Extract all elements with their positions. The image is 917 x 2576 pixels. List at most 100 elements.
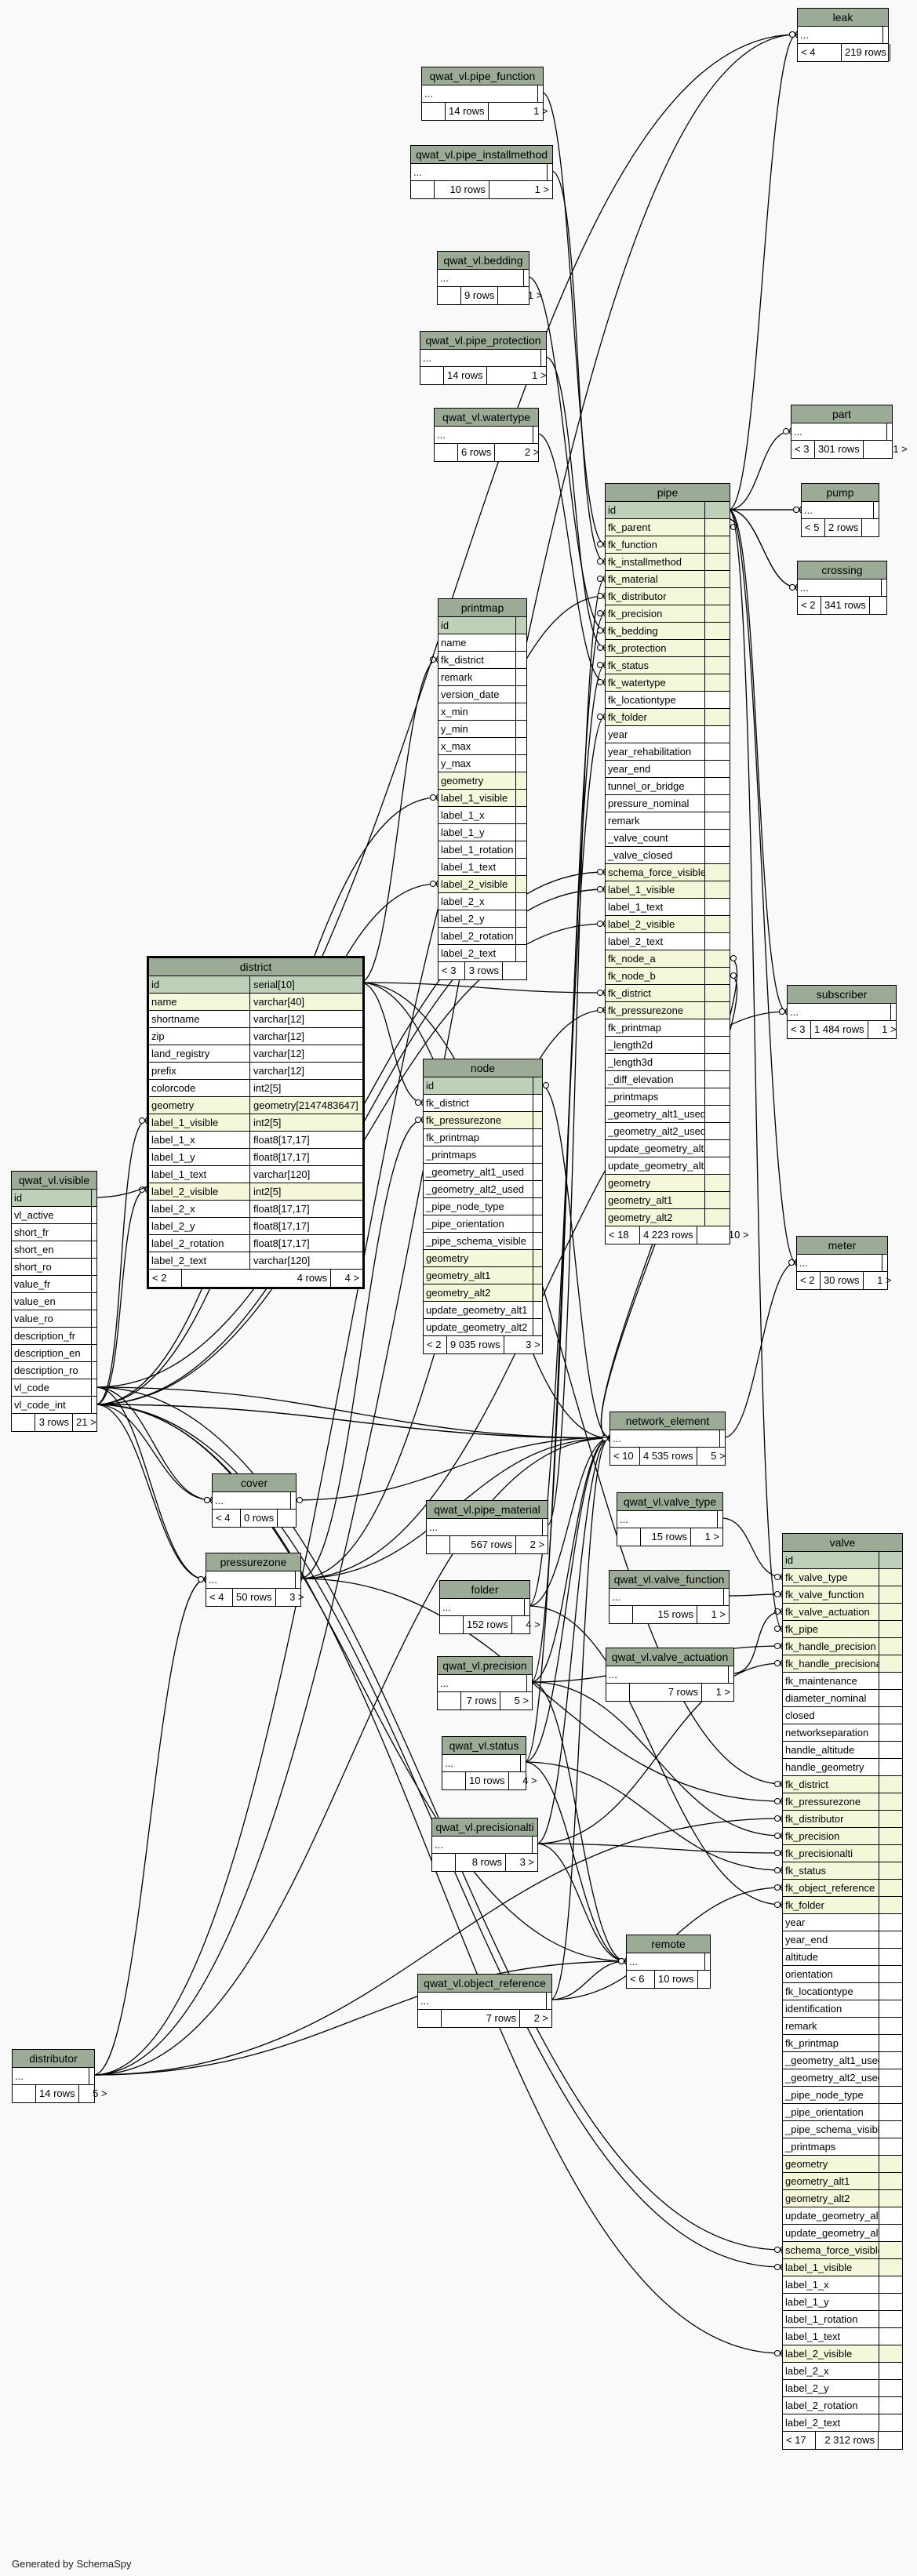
table-title[interactable]: qwat_vl.watertype: [435, 409, 538, 427]
column-row[interactable]: short_ro: [12, 1259, 96, 1276]
parents-count[interactable]: < 2: [797, 1272, 821, 1289]
column-row[interactable]: label_2_y: [783, 2380, 902, 2397]
column-row[interactable]: _pipe_node_type: [783, 2087, 902, 2104]
column-row[interactable]: label_2_x: [783, 2363, 902, 2380]
parents-count[interactable]: < 10: [610, 1448, 640, 1465]
column-row[interactable]: fk_status: [606, 657, 730, 674]
children-count[interactable]: 1 >: [704, 1531, 719, 1542]
parents-count[interactable]: < 3: [791, 441, 815, 458]
column-row[interactable]: fk_node_b: [606, 968, 730, 985]
column-row[interactable]: _geometry_alt2_used: [606, 1123, 730, 1140]
column-row[interactable]: label_2_rotation: [783, 2397, 902, 2414]
column-row[interactable]: label_1_text: [783, 2328, 902, 2345]
parents-count[interactable]: [418, 2010, 442, 2027]
column-row[interactable]: fk_precision: [783, 1828, 902, 1845]
column-row[interactable]: _length3d: [606, 1054, 730, 1071]
column-row[interactable]: label_1_x: [783, 2276, 902, 2294]
parents-count[interactable]: < 5: [802, 519, 825, 536]
column-row[interactable]: _printmaps: [783, 2138, 902, 2156]
column-row[interactable]: fk_watertype: [606, 674, 730, 692]
column-row[interactable]: pressure_nominal: [606, 795, 730, 812]
table-title[interactable]: distributor: [13, 2050, 94, 2068]
column-row[interactable]: identification: [783, 2000, 902, 2018]
parents-count[interactable]: [427, 1536, 450, 1553]
column-row[interactable]: label_2_x: [438, 893, 526, 910]
table-title[interactable]: qwat_vl.object_reference: [418, 1975, 551, 1993]
column-row[interactable]: fk_printmap: [424, 1129, 542, 1146]
column-row[interactable]: _geometry_alt2_used: [424, 1181, 542, 1198]
table-title[interactable]: pipe: [606, 484, 730, 502]
column-row[interactable]: value_fr: [12, 1276, 96, 1293]
children-count[interactable]: [890, 44, 914, 61]
column-row[interactable]: label_1_rotation: [783, 2311, 902, 2328]
column-row[interactable]: fk_pressurezone: [783, 1793, 902, 1811]
column-row[interactable]: label_1_visible: [783, 2259, 902, 2276]
column-row[interactable]: description_en: [12, 1345, 96, 1362]
children-count[interactable]: 5 >: [93, 2087, 107, 2099]
children-count[interactable]: 2 >: [529, 1539, 544, 1550]
parents-count[interactable]: [440, 1616, 464, 1633]
parents-count[interactable]: < 6: [627, 1971, 655, 1988]
column-row[interactable]: fk_district: [606, 985, 730, 1002]
column-row[interactable]: description_ro: [12, 1362, 96, 1379]
table-title[interactable]: pressurezone: [206, 1553, 300, 1571]
parents-count[interactable]: [606, 1684, 630, 1701]
column-row[interactable]: fk_valve_type: [783, 1569, 902, 1586]
children-count[interactable]: 1 >: [527, 289, 543, 301]
column-row[interactable]: _valve_count: [606, 830, 730, 847]
table-title[interactable]: qwat_vl.visible: [12, 1172, 96, 1190]
children-count[interactable]: 1 >: [877, 1274, 892, 1286]
column-row[interactable]: geometry: [424, 1250, 542, 1267]
column-row[interactable]: y_max: [438, 755, 526, 772]
column-row[interactable]: geometry_alt2: [783, 2190, 902, 2207]
parents-count[interactable]: [12, 1414, 35, 1431]
table-title[interactable]: district: [149, 958, 362, 976]
children-count[interactable]: [862, 519, 886, 536]
column-row[interactable]: fk_function: [606, 536, 730, 554]
table-title[interactable]: leak: [798, 9, 888, 27]
column-row[interactable]: year: [606, 726, 730, 743]
children-count[interactable]: 5 >: [514, 1695, 529, 1706]
table-title[interactable]: qwat_vl.precisionalti: [432, 1818, 537, 1837]
column-row[interactable]: ...: [213, 1492, 296, 1510]
column-row[interactable]: ...: [610, 1430, 725, 1448]
column-row[interactable]: networkseparation: [783, 1724, 902, 1742]
parents-count[interactable]: < 17: [783, 2432, 816, 2449]
parents-count[interactable]: [411, 181, 435, 198]
column-row[interactable]: version_date: [438, 686, 526, 703]
column-row[interactable]: ...: [788, 1004, 896, 1021]
column-row[interactable]: vl_code_int: [12, 1397, 96, 1414]
parents-count[interactable]: < 3: [438, 962, 465, 979]
column-row[interactable]: label_2_text: [606, 933, 730, 950]
column-row[interactable]: vl_active: [12, 1207, 96, 1224]
column-row[interactable]: label_2_text: [438, 945, 526, 962]
parents-count[interactable]: < 18: [606, 1226, 640, 1244]
parents-count[interactable]: [610, 1606, 633, 1623]
column-row[interactable]: remark: [438, 669, 526, 686]
column-row[interactable]: ...: [13, 2068, 94, 2085]
column-row[interactable]: label_1_x: [438, 807, 526, 824]
children-count[interactable]: 1 >: [711, 1608, 726, 1620]
table-title[interactable]: cover: [213, 1474, 296, 1492]
column-row[interactable]: ...: [610, 1589, 729, 1606]
table-title[interactable]: qwat_vl.precision: [438, 1657, 532, 1675]
table-title[interactable]: qwat_vl.pipe_installmethod: [411, 146, 552, 164]
parents-count[interactable]: [432, 1854, 456, 1871]
children-count[interactable]: 3 >: [289, 1591, 304, 1603]
